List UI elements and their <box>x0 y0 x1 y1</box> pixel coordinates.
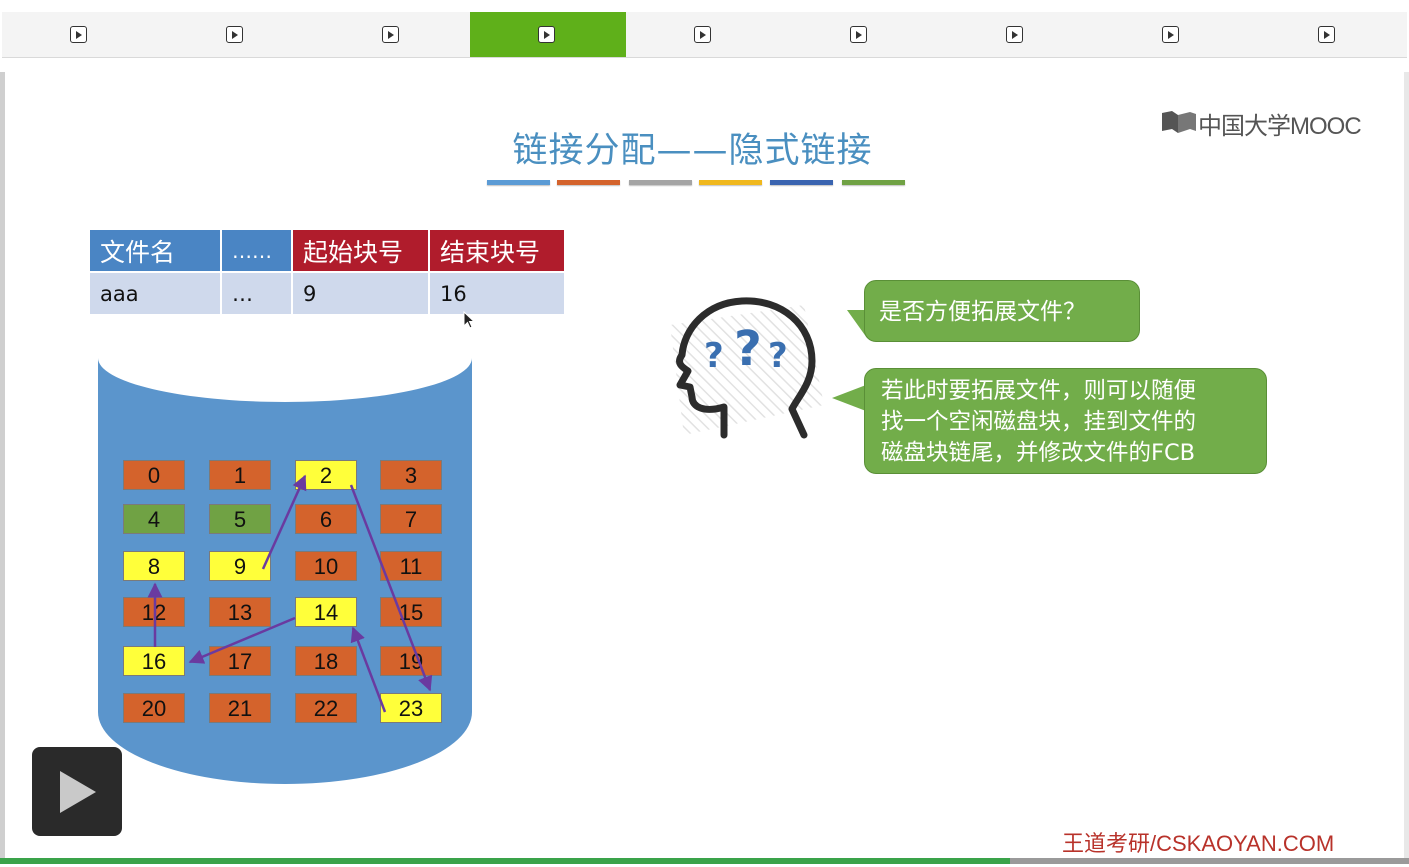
video-progress-remaining[interactable] <box>1010 858 1409 864</box>
fcb-header-end-block: 结束块号 <box>429 230 564 272</box>
play-icon <box>70 26 87 43</box>
fcb-data-row: aaa … 9 16 <box>90 272 564 314</box>
answer-bubble-tail <box>832 385 866 411</box>
disk-cylinder: 01234567891011121314151617181920212223 <box>95 352 475 784</box>
mouse-cursor-icon <box>463 311 477 331</box>
play-icon <box>1318 26 1335 43</box>
title-bar-6 <box>842 180 905 185</box>
fcb-header-row: 文件名 …… 起始块号 结束块号 <box>90 230 564 272</box>
chain-arrow <box>263 476 305 569</box>
play-icon <box>538 26 555 43</box>
title-bar-2 <box>557 180 620 185</box>
title-bar-1 <box>487 180 550 185</box>
video-frame-right-edge <box>1404 72 1409 862</box>
fcb-cell-end-block: 16 <box>429 272 564 314</box>
chapter-nav-item-3[interactable] <box>314 12 470 57</box>
play-icon <box>382 26 399 43</box>
chapter-nav-item-1[interactable] <box>2 12 158 57</box>
fcb-cell-filename: aaa <box>90 272 221 314</box>
play-icon <box>226 26 243 43</box>
fcb-header-filename: 文件名 <box>90 230 221 272</box>
block-chain-arrows <box>95 352 475 784</box>
svg-text:?: ? <box>768 336 788 376</box>
answer-bubble: 若此时要拓展文件，则可以随便 找一个空闲磁盘块，挂到文件的 磁盘块链尾，并修改文… <box>864 368 1267 474</box>
footer-watermark: 王道考研/CSKAOYAN.COM <box>1062 826 1334 858</box>
svg-text:?: ? <box>734 321 762 377</box>
fcb-cell-ellipsis: … <box>221 272 292 314</box>
title-bar-5 <box>770 180 833 185</box>
play-icon <box>850 26 867 43</box>
chapter-nav-item-2[interactable] <box>158 12 314 57</box>
fcb-header-ellipsis: …… <box>221 230 292 272</box>
video-play-button[interactable] <box>32 747 122 836</box>
logo-text: 中国大学MOOC <box>1198 106 1361 141</box>
title-bar-3 <box>629 180 692 185</box>
question-bubble: 是否方便拓展文件？ <box>864 280 1140 342</box>
chapter-nav-item-4-active[interactable] <box>470 12 626 57</box>
answer-line-3: 磁盘块链尾，并修改文件的FCB <box>881 438 1256 469</box>
chapter-nav-item-5[interactable] <box>626 12 782 57</box>
answer-line-1: 若此时要拓展文件，则可以随便 <box>881 376 1256 407</box>
fcb-table: 文件名 …… 起始块号 结束块号 aaa … 9 16 <box>90 230 564 314</box>
chain-arrow <box>353 628 385 712</box>
play-icon <box>1162 26 1179 43</box>
title-bar-4 <box>699 180 762 185</box>
chapter-nav-item-6[interactable] <box>782 12 938 57</box>
chapter-nav-item-9[interactable] <box>1250 12 1406 57</box>
answer-line-2: 找一个空闲磁盘块，挂到文件的 <box>881 407 1256 438</box>
chain-arrow <box>190 618 295 662</box>
slide-title: 链接分配——隐式链接 <box>480 122 905 173</box>
play-icon <box>694 26 711 43</box>
fcb-header-start-block: 起始块号 <box>292 230 429 272</box>
svg-text:?: ? <box>704 336 724 376</box>
play-icon <box>1006 26 1023 43</box>
chapter-nav-item-8[interactable] <box>1094 12 1250 57</box>
chain-arrow <box>351 485 430 690</box>
thinking-head-icon: ? ? ? <box>664 295 824 445</box>
chapter-nav <box>2 12 1407 58</box>
chapter-nav-item-7[interactable] <box>938 12 1094 57</box>
book-logo-icon <box>1160 109 1198 137</box>
fcb-cell-start-block: 9 <box>292 272 429 314</box>
mooc-logo: 中国大学MOOC <box>1160 108 1361 138</box>
